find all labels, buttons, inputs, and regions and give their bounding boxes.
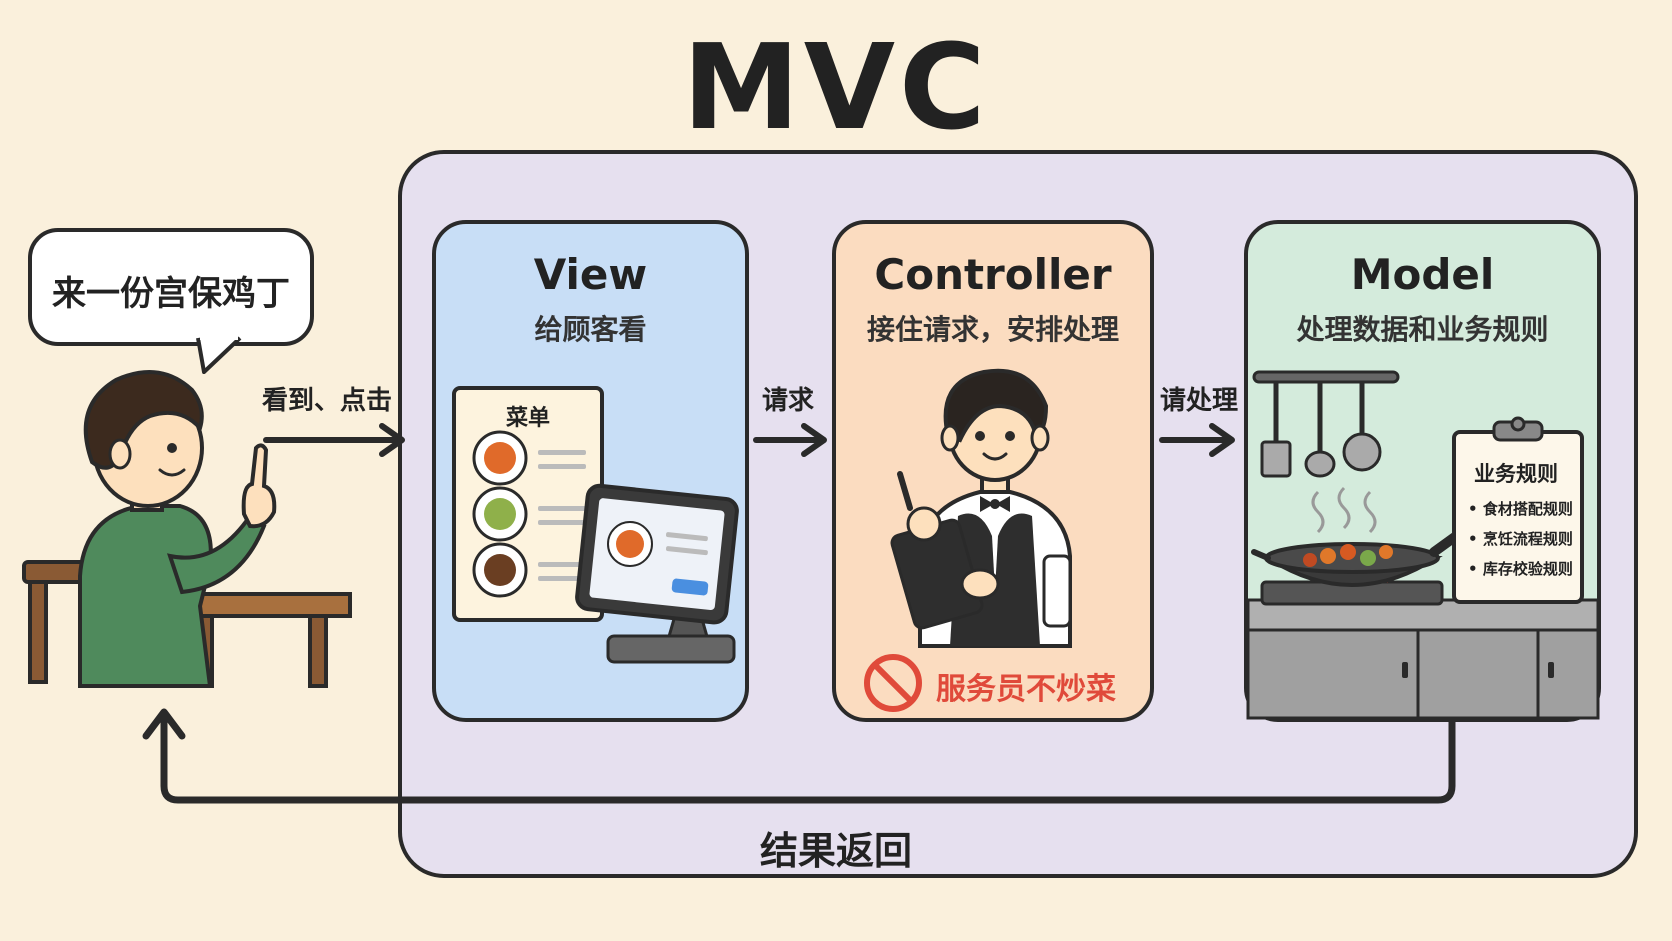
- business-rule-item: • 烹饪流程规则: [1468, 530, 1573, 548]
- customer-to-view-label: 看到、点击: [262, 386, 393, 416]
- customer-to-view-arrow: [263, 423, 405, 457]
- controller-to-model-label: 请处理: [1160, 386, 1239, 416]
- business-rule-item: • 食材搭配规则: [1468, 500, 1573, 518]
- menu-title: 菜单: [506, 406, 551, 431]
- business-rule-text: 烹饪流程规则: [1482, 530, 1573, 548]
- speech-bubble-tail: [196, 332, 242, 374]
- controller-subtitle: 接住请求，安排处理: [866, 313, 1119, 346]
- view-to-controller-label: 请求: [762, 386, 815, 416]
- customer-illustration: [22, 370, 352, 688]
- result-return-label: 结果返回: [760, 829, 913, 873]
- model-title: Model: [1350, 250, 1495, 299]
- view-title: View: [533, 250, 648, 299]
- kitchen-illustration: [1246, 370, 1600, 720]
- business-rule-item: • 库存校验规则: [1468, 560, 1573, 578]
- business-rules-clipboard: [1452, 416, 1584, 604]
- view-to-controller-arrow: [753, 423, 827, 457]
- kiosk-screen-illustration: [575, 483, 739, 664]
- business-rules-title: 业务规则: [1474, 462, 1558, 486]
- controller-title: Controller: [874, 250, 1112, 299]
- speech-bubble: 来一份宫保鸡丁: [28, 228, 314, 346]
- controller-to-model-arrow: [1159, 423, 1235, 457]
- speech-text: 来一份宫保鸡丁: [52, 274, 290, 314]
- no-cooking-icon: [864, 654, 922, 712]
- business-rule-text: 库存校验规则: [1482, 560, 1573, 578]
- model-subtitle: 处理数据和业务规则: [1296, 313, 1549, 346]
- view-subtitle: 给顾客看: [534, 313, 647, 346]
- waiter-illustration: [890, 368, 1072, 648]
- diagram-title: MVC: [682, 18, 990, 156]
- business-rule-text: 食材搭配规则: [1482, 500, 1573, 518]
- controller-warning: 服务员不炒菜: [936, 672, 1116, 707]
